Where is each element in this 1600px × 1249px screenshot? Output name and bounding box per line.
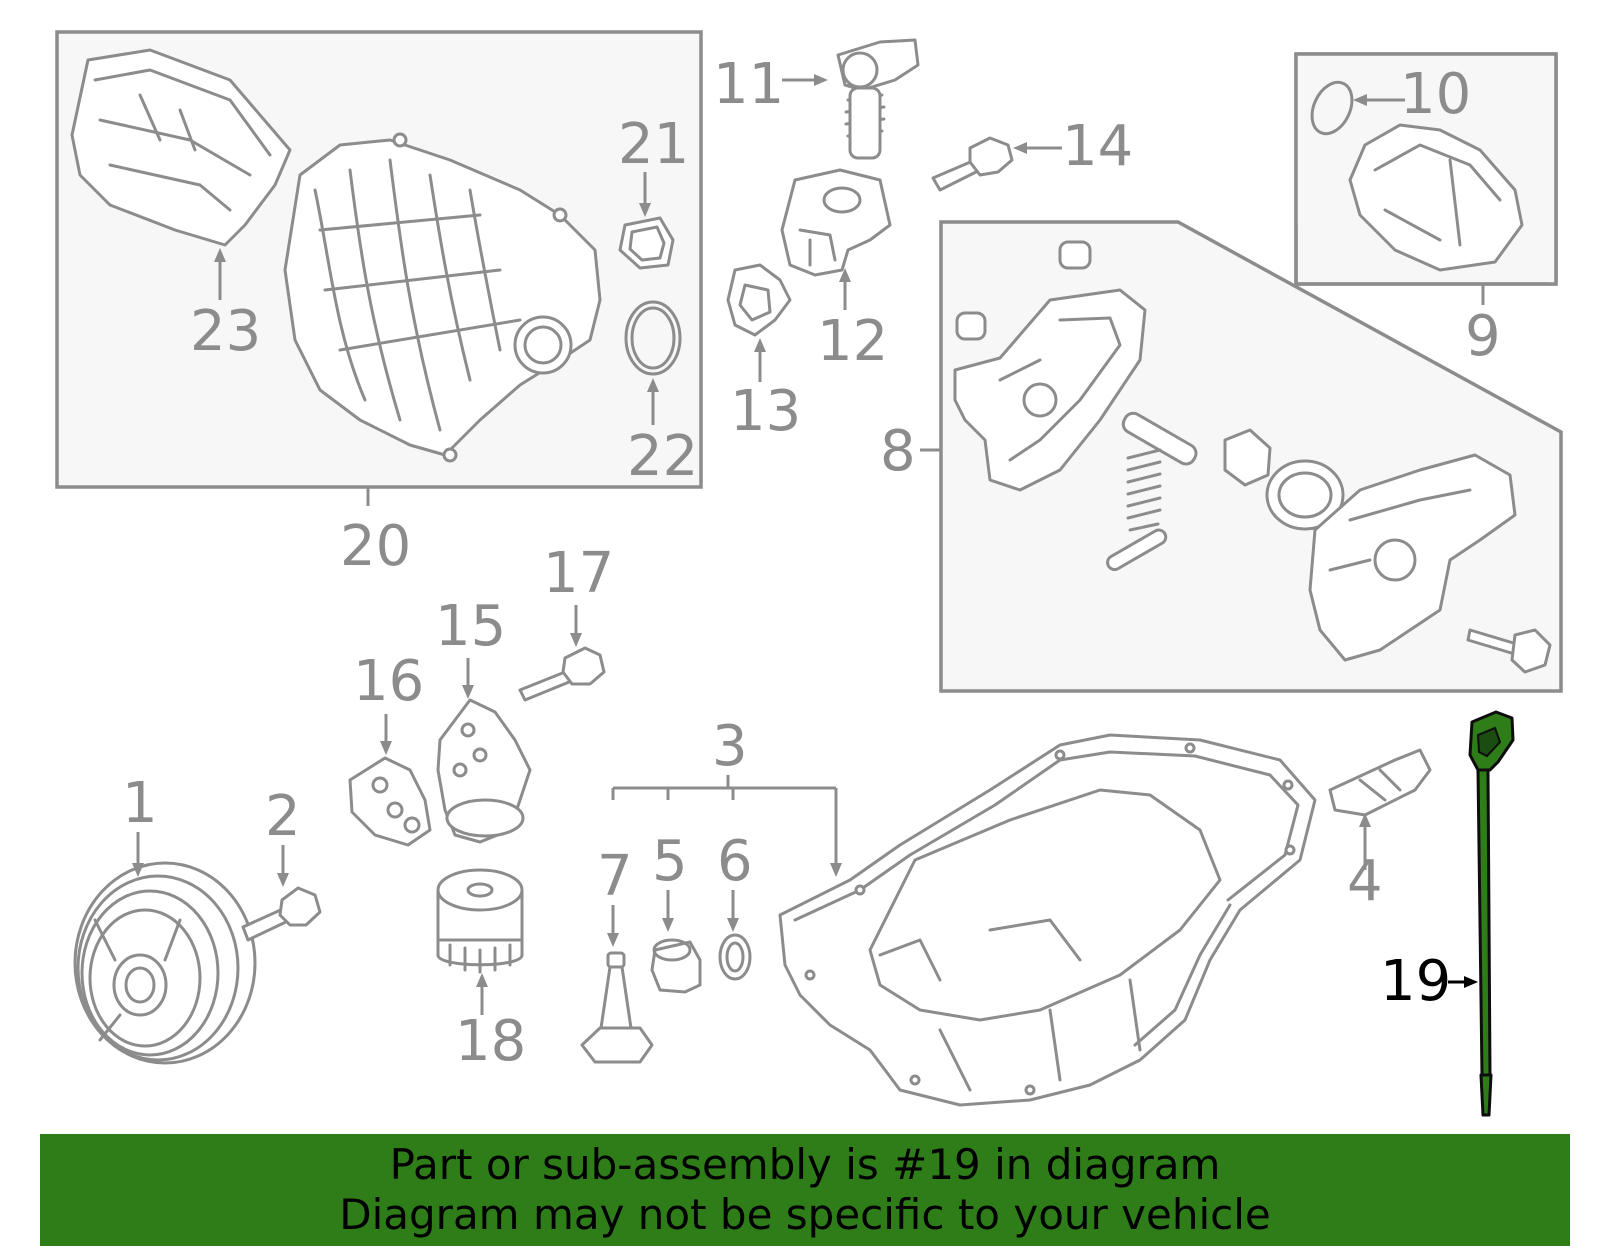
banner-line-disclaimer: Diagram may not be specific to your vehi… [339,1190,1271,1239]
callout-12: 12 [817,309,888,374]
part-2-bolt[interactable] [241,845,322,942]
part-10-o-ring[interactable] [1304,76,1405,140]
part-5-drain-plug[interactable] [650,890,702,994]
callout-2: 2 [265,784,301,849]
part-11-solenoid[interactable] [782,38,920,160]
part-4-dipstick-tube[interactable] [1328,748,1432,870]
banner-line-part-number: Part or sub-assembly is #19 in diagram [389,1140,1221,1189]
callout-22: 22 [627,424,698,489]
part-6-washer[interactable] [718,890,752,981]
part-8-oil-pump[interactable] [953,240,1552,674]
callout-9: 9 [1465,304,1501,369]
callout-7: 7 [597,844,633,909]
callout-18: 18 [455,1009,526,1074]
callout-17: 17 [543,541,614,606]
part-21-gasket[interactable] [618,172,675,270]
callout-11: 11 [713,52,784,117]
callout-8: 8 [880,419,916,484]
callout-labels: 23 21 22 20 11 12 13 14 10 9 8 17 15 16 … [122,52,1501,1074]
part-14-bolt[interactable] [931,136,1062,192]
part-3-oil-pan-group[interactable] [611,733,1317,1107]
callout-13: 13 [730,379,801,444]
callout-4: 4 [1347,849,1383,914]
callout-10: 10 [1400,62,1471,127]
part-22-o-ring[interactable] [624,300,682,425]
callout-23: 23 [190,299,261,364]
part-12-valve-body[interactable] [780,168,892,310]
part-notice-banner: Part or sub-assembly is #19 in diagram D… [40,1134,1570,1246]
part-19-oil-dipstick[interactable] [1448,710,1515,1117]
callout-16: 16 [353,649,424,714]
part-17-bolt[interactable] [518,605,606,702]
callout-20: 20 [340,514,411,579]
part-7-oil-level-sensor[interactable] [580,905,654,1064]
part-13-gasket[interactable] [726,263,792,382]
callout-5: 5 [652,829,688,894]
part-1-crankshaft-pulley[interactable] [73,832,257,1065]
callout-6: 6 [717,829,753,894]
callout-15: 15 [435,594,506,659]
callout-19: 19 [1380,949,1451,1014]
part-18-oil-filter[interactable] [436,868,524,1015]
callout-14: 14 [1062,114,1133,179]
callout-21: 21 [618,112,689,177]
part-20-intake-manifold[interactable] [283,132,602,463]
callout-3: 3 [712,714,748,779]
part-15-adapter[interactable] [436,658,532,844]
part-23-heat-shield[interactable] [70,48,292,300]
callout-1: 1 [122,771,158,836]
part-16-gasket[interactable] [348,714,432,847]
part-9-housing[interactable] [1348,123,1524,272]
